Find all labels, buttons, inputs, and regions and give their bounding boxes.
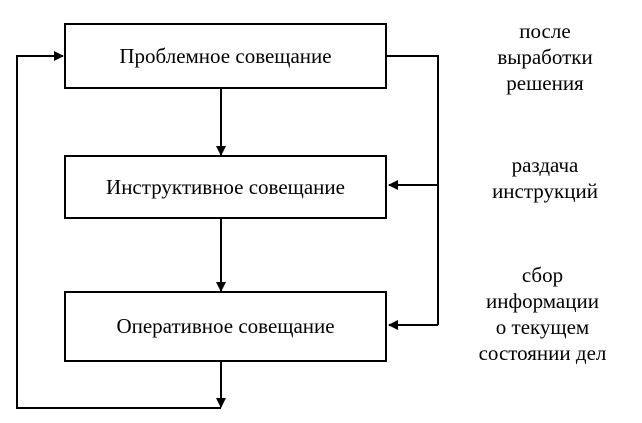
problem-meeting-label: Проблемное совещание xyxy=(119,43,332,68)
note-after-decision: после выработки решения xyxy=(470,18,620,96)
instructive-meeting-box: Инструктивное совещание xyxy=(64,155,387,219)
note-line: состоянии дел xyxy=(478,341,607,365)
note-line: о текущем xyxy=(495,315,590,339)
feedback-loop-line xyxy=(16,51,221,409)
right-branch-line xyxy=(387,55,439,325)
note-line: инструкций xyxy=(492,179,598,203)
note-line: решения xyxy=(506,71,584,95)
note-line: сбор xyxy=(521,263,564,287)
note-line: после xyxy=(519,19,571,43)
instructive-meeting-label: Инструктивное совещание xyxy=(106,174,345,199)
operative-meeting-label: Оперативное совещание xyxy=(116,314,335,338)
note-instructions: раздача инструкций xyxy=(470,152,620,204)
problem-meeting-box: Проблемное совещание xyxy=(64,23,387,89)
note-information: сбор информации о текущем состоянии дел xyxy=(450,262,635,366)
note-line: информации xyxy=(486,289,599,313)
note-line: выработки xyxy=(497,45,593,69)
operative-meeting-box: Оперативное совещание xyxy=(64,291,387,362)
note-line: раздача xyxy=(511,153,579,177)
